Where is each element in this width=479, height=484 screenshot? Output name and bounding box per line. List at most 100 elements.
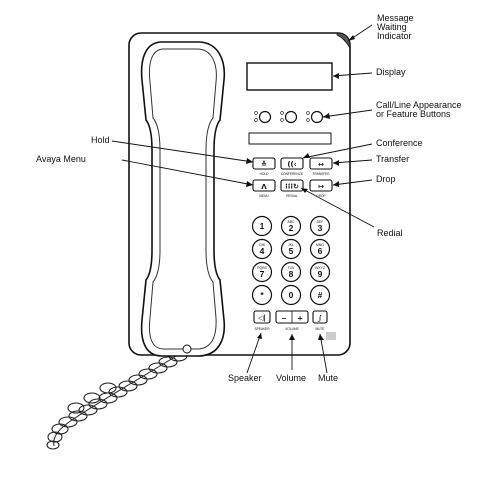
keypad-key-digit: 1 — [260, 221, 265, 231]
display-screen — [246, 62, 333, 91]
keypad-key-circle[interactable] — [309, 238, 331, 260]
handset-inner-outline — [148, 48, 217, 350]
keypad-key-circle[interactable] — [251, 238, 273, 260]
keypad-key[interactable]: # — [309, 284, 331, 306]
avaya-menu-icon: Λ — [261, 183, 267, 191]
keypad-key-letters: ABC — [288, 220, 296, 224]
keypad-key-letters: MNO — [316, 243, 324, 247]
keypad-key-digit: 5 — [289, 246, 294, 256]
keypad-key-letters: PQRS — [257, 266, 267, 270]
transfer-button[interactable] — [309, 157, 333, 170]
redial-icon: ⁝⁝⁝↻ — [285, 183, 299, 191]
speaker-grille — [326, 332, 336, 340]
keypad-key-circle[interactable] — [309, 284, 331, 306]
speaker-button-label: SPEAKER — [254, 327, 270, 331]
line-buttons-callout-line-2: or Feature Buttons — [376, 109, 451, 119]
line-button-2[interactable] — [284, 110, 298, 124]
line-led-3b — [306, 118, 310, 122]
label-card — [248, 132, 332, 145]
conference-callout: Conference — [376, 138, 423, 148]
keypad-key-digit: 0 — [289, 290, 294, 300]
drop-button[interactable] — [309, 179, 333, 192]
conference-button-label: CONFERENCE — [281, 172, 303, 176]
hold-button-label: HOLD — [260, 172, 270, 176]
keypad-key-letters: DEF — [317, 220, 324, 224]
line-button-1[interactable] — [258, 110, 272, 124]
volume-label: VOLUME — [285, 327, 298, 331]
avaya-menu-callout: Avaya Menu — [36, 154, 86, 164]
drop-icon: ↦ — [318, 183, 324, 191]
speaker-callout: Speaker — [228, 373, 262, 383]
keypad-key-circle[interactable] — [309, 261, 331, 283]
line-buttons-callout-line-1: Call/Line Appearance — [376, 100, 462, 110]
keypad-key-circle[interactable] — [280, 238, 302, 260]
volume-up-icon: + — [297, 315, 303, 323]
handset[interactable] — [140, 41, 226, 357]
volume-down-icon: − — [281, 315, 287, 323]
redial-button[interactable] — [280, 179, 304, 192]
keypad-key-circle[interactable] — [280, 284, 302, 306]
redial-button-label: REDIAL — [286, 194, 298, 198]
transfer-callout: Transfer — [376, 154, 410, 164]
keypad-key-circle[interactable] — [309, 215, 331, 237]
keypad-key-circle[interactable] — [251, 284, 273, 306]
keypad-key-circle[interactable] — [251, 215, 273, 237]
avaya-menu-button[interactable] — [252, 179, 276, 192]
keypad-key-digit: 3 — [318, 223, 323, 233]
mute-callout: Mute — [318, 373, 339, 383]
keypad-key-circle[interactable] — [280, 215, 302, 237]
drop-callout: Drop — [376, 174, 396, 184]
speaker-button[interactable] — [253, 310, 271, 324]
keypad-key[interactable]: 1 — [251, 215, 273, 237]
keypad-key-letters: JKL — [288, 243, 294, 247]
keypad-key-digit: 2 — [289, 223, 294, 233]
conference-icon: ((‹ — [287, 161, 296, 169]
hold-callout: Hold — [91, 135, 110, 145]
drop-button-label: DROP — [316, 194, 325, 198]
keypad-key-digit: 6 — [318, 246, 323, 256]
mute-button[interactable] — [312, 310, 328, 324]
keypad-key[interactable]: * — [251, 284, 273, 306]
handset-cord — [53, 349, 187, 447]
conference-button[interactable] — [280, 157, 304, 170]
keypad-key-circle[interactable] — [280, 261, 302, 283]
cord-jack — [182, 344, 192, 354]
line-led-3a — [306, 111, 310, 115]
hold-icon: ≚ — [261, 161, 267, 169]
transfer-icon: ↔ — [318, 161, 324, 169]
line-led-2b — [280, 118, 284, 122]
keypad-key-letters: TUV — [288, 266, 296, 270]
message-waiting-indicator — [336, 32, 351, 50]
mwi-callout-line-2: Waiting — [377, 22, 407, 32]
redial-callout: Redial — [377, 228, 403, 238]
keypad-key-digit: 7 — [260, 269, 265, 279]
keypad-key[interactable]: 0 — [280, 284, 302, 306]
line-led-1b — [254, 118, 258, 122]
keypad-key-digit: 9 — [318, 269, 323, 279]
speaker-icon: ◁| — [258, 314, 266, 323]
line-buttons-callout: Call/Line Appearance or Feature Buttons — [376, 101, 462, 119]
keypad-key-digit: # — [318, 290, 323, 300]
transfer-button-label: TRANSFER — [312, 172, 330, 176]
mwi-callout-line-3: Indicator — [377, 31, 412, 41]
keypad-key-circle[interactable] — [251, 261, 273, 283]
line-led-1a — [254, 111, 258, 115]
callout-leaders — [111, 24, 375, 374]
volume-callout: Volume — [276, 373, 307, 383]
menu-button-label: MENU — [259, 194, 269, 198]
hold-button[interactable] — [252, 157, 276, 170]
line-button-3[interactable] — [310, 110, 324, 124]
keypad-key-digit: * — [260, 290, 264, 300]
line-appearance-buttons — [254, 110, 324, 124]
